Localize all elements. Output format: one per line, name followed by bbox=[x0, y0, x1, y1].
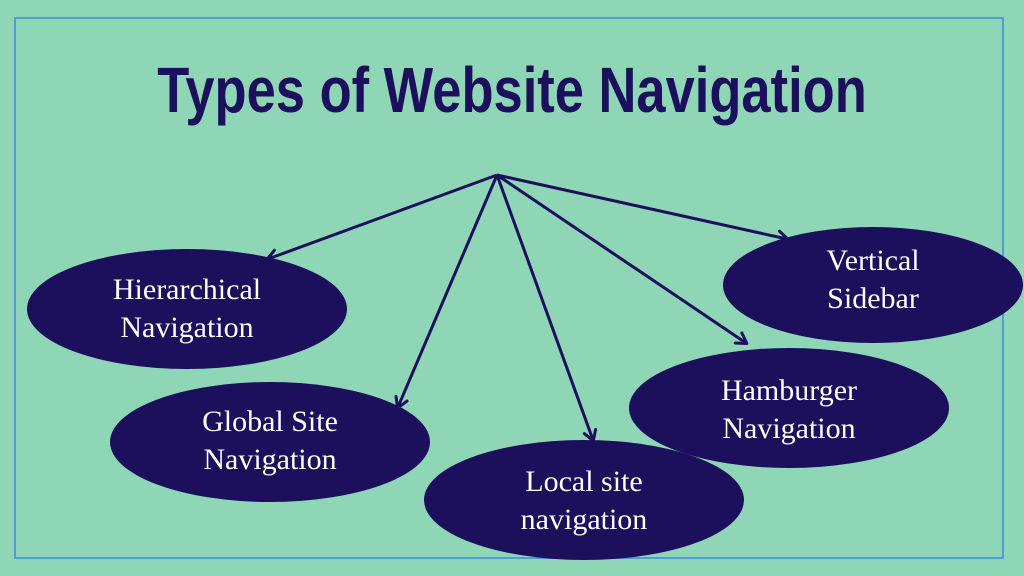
arrow-to-local bbox=[495, 174, 598, 443]
node-vertical-label: Vertical Sidebar bbox=[773, 242, 973, 318]
node-vertical-ellipse bbox=[723, 227, 1023, 343]
node-hamburger-ellipse bbox=[629, 348, 949, 468]
arrow-to-global bbox=[394, 174, 499, 410]
node-global-label: Global Site Navigation bbox=[170, 403, 370, 479]
node-global-line1: Global Site bbox=[202, 405, 338, 438]
node-hierarchical-ellipse bbox=[27, 249, 347, 369]
arrow-to-hierarchical bbox=[265, 173, 498, 264]
node-local-line2: navigation bbox=[520, 503, 648, 536]
node-global-ellipse bbox=[110, 382, 430, 502]
node-hierarchical-line1: Hierarchical bbox=[112, 273, 262, 306]
node-local-ellipse bbox=[424, 440, 744, 560]
node-global-line2: Navigation bbox=[203, 443, 337, 476]
node-vertical-line2: Sidebar bbox=[827, 282, 919, 315]
node-local-line1: Local site bbox=[525, 465, 643, 498]
node-hierarchical-line2: Navigation bbox=[120, 311, 254, 344]
arrow-to-hamburger bbox=[496, 173, 749, 346]
node-vertical-line1: Vertical bbox=[826, 244, 920, 277]
node-local-label: Local site navigation bbox=[484, 463, 684, 539]
arrow-to-vertical bbox=[496, 173, 790, 245]
node-hamburger-line1: Hamburger bbox=[720, 374, 858, 407]
node-hamburger-label: Hamburger Navigation bbox=[689, 372, 889, 448]
diagram-title: Types of Website Navigation bbox=[157, 54, 867, 126]
node-hierarchical-label: Hierarchical Navigation bbox=[87, 271, 287, 347]
node-hamburger-line2: Navigation bbox=[722, 412, 856, 445]
